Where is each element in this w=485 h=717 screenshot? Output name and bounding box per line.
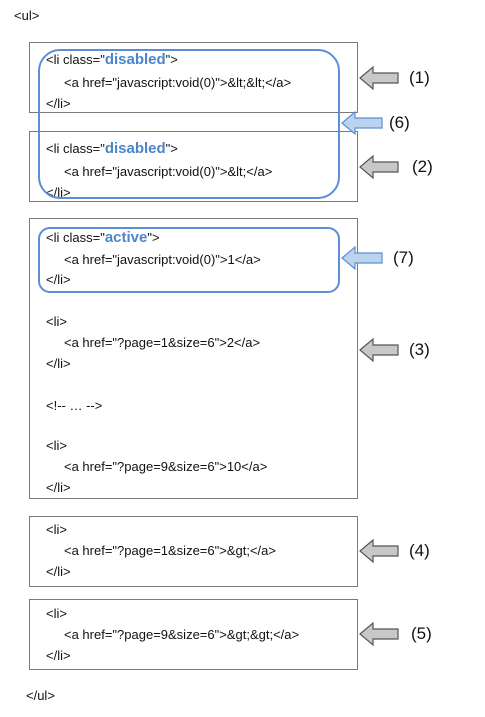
- box1-li-close: </li>: [46, 96, 71, 111]
- active-item-highlight: [38, 227, 340, 293]
- label-7: (7): [393, 248, 414, 267]
- arrow-4-icon: [359, 538, 399, 564]
- arrow-2-icon: [359, 154, 399, 180]
- arrow-1-icon: [359, 65, 399, 91]
- box-page-numbers: [29, 218, 358, 499]
- box3-class-active: active: [104, 229, 148, 246]
- label-3: (3): [409, 340, 430, 359]
- label-5: (5): [411, 624, 432, 643]
- label-2: (2): [412, 157, 433, 176]
- box3-item10-link: <a href="?page=9&size=6">10</a>: [64, 459, 268, 474]
- box-previous-page: [29, 131, 358, 202]
- box3-item2-link: <a href="?page=1&size=6">2</a>: [64, 335, 261, 350]
- label-4: (4): [409, 541, 430, 560]
- box1-class-disabled: disabled: [104, 51, 166, 68]
- box3-item2-close: </li>: [46, 356, 71, 371]
- box2-link: <a href="javascript:void(0)">&lt;</a>: [64, 164, 273, 179]
- box3-li-active-close: </li>: [46, 272, 71, 287]
- arrow-3-icon: [359, 337, 399, 363]
- box-first-page: [29, 42, 358, 113]
- ul-close-tag: </ul>: [26, 688, 55, 703]
- box5-li-close: </li>: [46, 648, 71, 663]
- box3-li-active-open: <li class="active">: [46, 229, 160, 246]
- ul-open-tag: <ul>: [14, 8, 40, 23]
- box2-class-disabled: disabled: [104, 140, 166, 157]
- label-1: (1): [409, 68, 430, 87]
- box2-li-open: <li class="disabled">: [46, 140, 178, 157]
- arrow-6-icon: [341, 110, 383, 136]
- arrow-7-icon: [341, 245, 383, 271]
- box1-link: <a href="javascript:void(0)">&lt;&lt;</a…: [64, 75, 292, 90]
- box3-active-link: <a href="javascript:void(0)">1</a>: [64, 252, 261, 267]
- box3-item10-close: </li>: [46, 480, 71, 495]
- box4-link: <a href="?page=1&size=6">&gt;</a>: [64, 543, 276, 558]
- box5-li-open: <li>: [46, 606, 67, 621]
- box4-li-close: </li>: [46, 564, 71, 579]
- box-last-page: [29, 599, 358, 670]
- box-next-page: [29, 516, 358, 587]
- box3-comment: <!-- … -->: [46, 398, 103, 413]
- box5-link: <a href="?page=9&size=6">&gt;&gt;</a>: [64, 627, 300, 642]
- label-6: (6): [389, 113, 410, 132]
- box3-item2-open: <li>: [46, 314, 67, 329]
- box3-item10-open: <li>: [46, 438, 67, 453]
- box4-li-open: <li>: [46, 522, 67, 537]
- disabled-group-highlight: [38, 49, 340, 199]
- arrow-5-icon: [359, 621, 399, 647]
